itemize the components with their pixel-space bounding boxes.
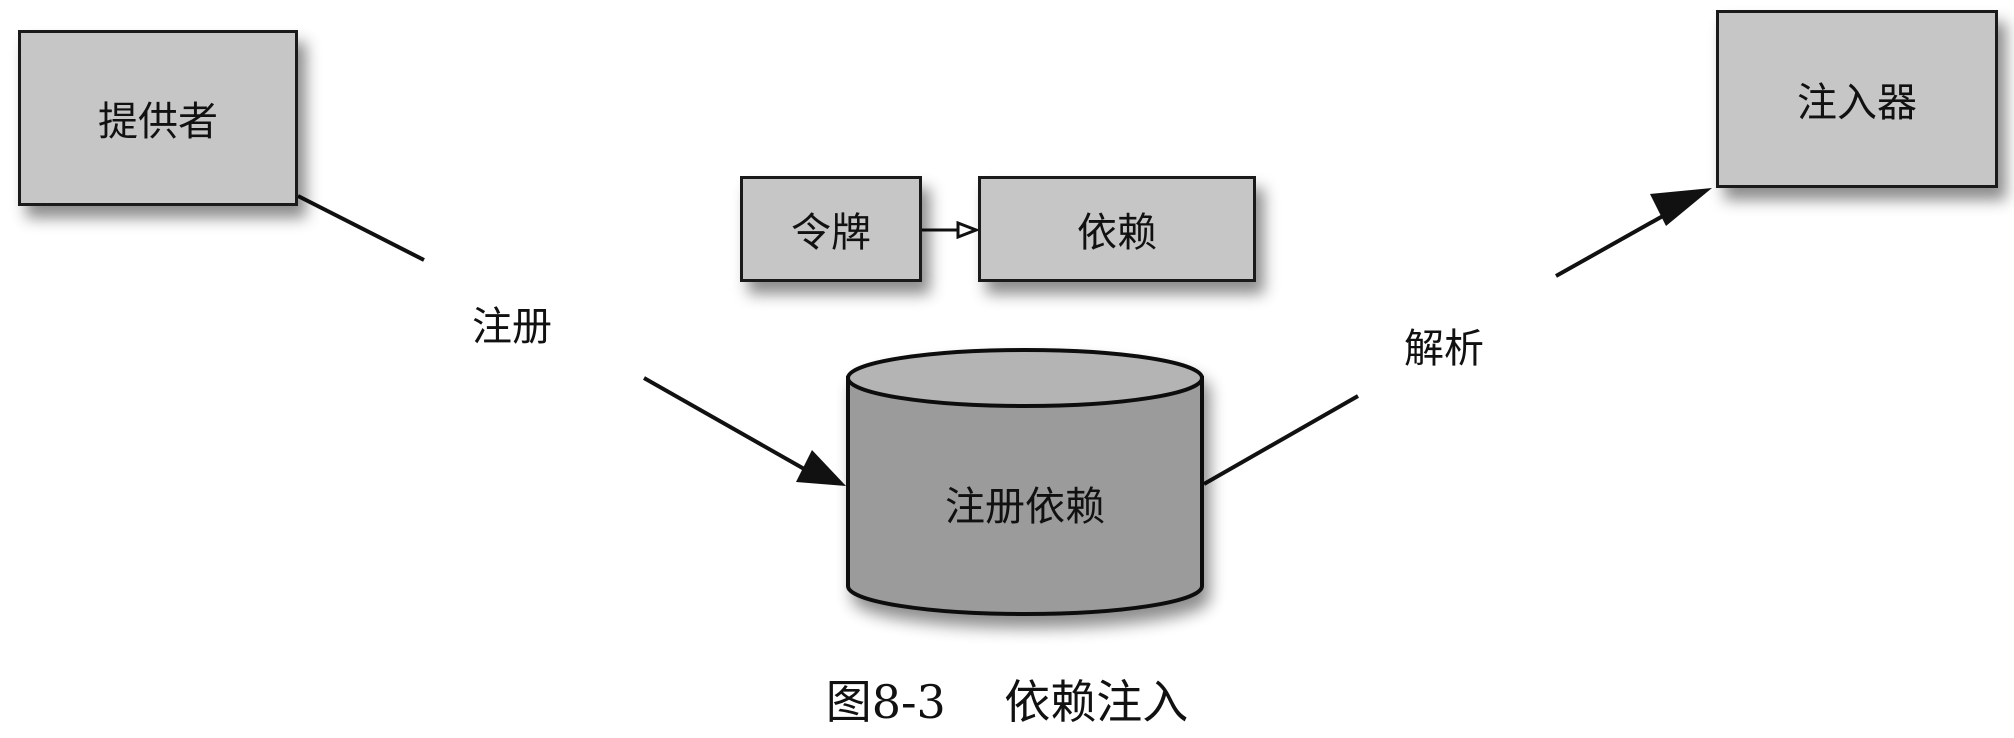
token-box: 令牌: [740, 176, 922, 282]
resolve-arrowhead: [1650, 188, 1712, 226]
provider-box: 提供者: [18, 30, 298, 206]
provider-label: 提供者: [98, 99, 218, 145]
figure-title: 依赖注入: [1004, 675, 1189, 729]
resolve-edge-lower: [1203, 394, 1359, 486]
register-edge-upper: [297, 194, 425, 262]
register-arrowhead: [796, 450, 846, 486]
registry-cylinder: [846, 348, 1204, 616]
token-label: 令牌: [791, 210, 871, 256]
resolve-edge-label: 解析: [1394, 312, 1494, 378]
registry-label: 注册依赖: [945, 484, 1105, 530]
dependency-box: 依赖: [978, 176, 1256, 282]
injector-label: 注入器: [1797, 80, 1917, 126]
register-edge-label: 注册: [462, 290, 562, 356]
figure-caption: 图8-3 依赖注入: [0, 666, 2014, 732]
dependency-label: 依赖: [1077, 210, 1157, 256]
register-edge-lower: [643, 376, 807, 472]
resolve-edge-upper: [1555, 210, 1671, 278]
injector-box: 注入器: [1716, 10, 1998, 188]
figure-number: 图8-3: [825, 675, 946, 729]
